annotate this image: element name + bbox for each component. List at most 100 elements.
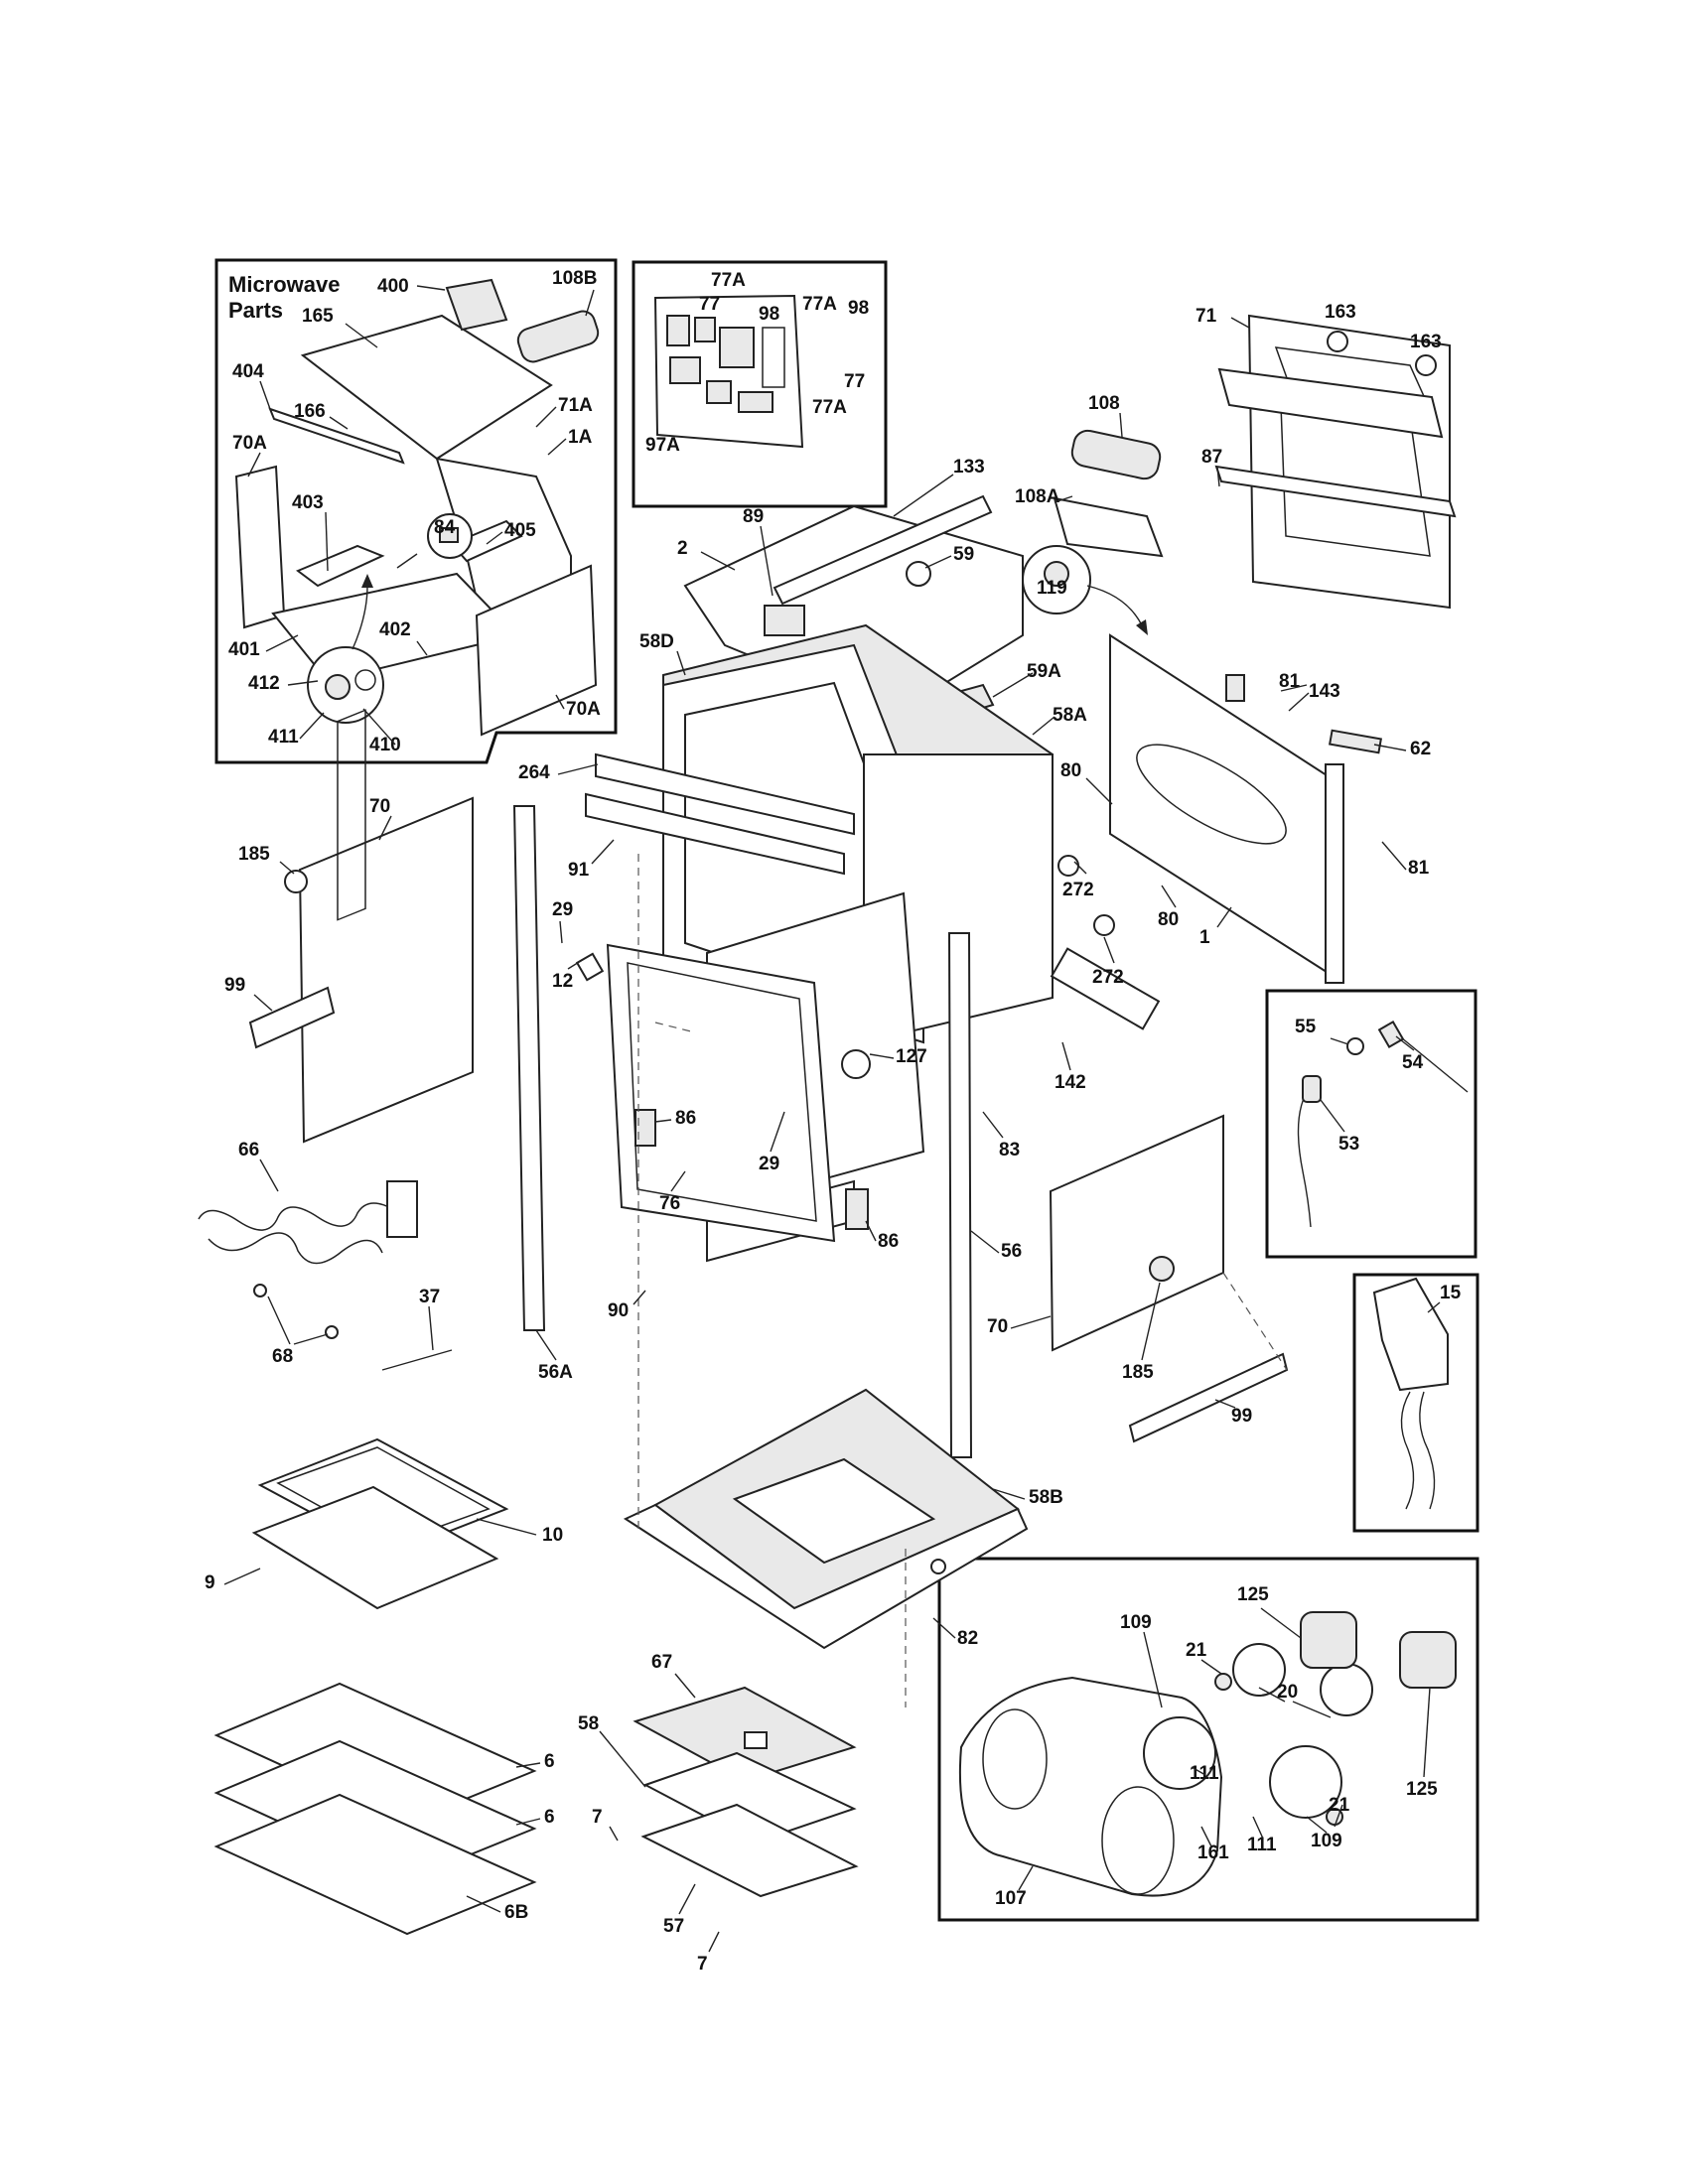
callout-37: 37	[419, 1287, 440, 1307]
callout-71A: 71A	[558, 395, 593, 416]
control-board-inset	[632, 260, 888, 508]
left-side-panel	[248, 709, 474, 1144]
callout-166: 166	[294, 401, 326, 422]
right-side-panel	[1049, 1114, 1289, 1443]
callout-83: 83	[999, 1140, 1020, 1160]
callout-2: 2	[677, 538, 688, 559]
callout-6-1: 6	[544, 1751, 555, 1772]
callout-98-2: 98	[848, 298, 869, 319]
callout-21-2: 21	[1329, 1795, 1350, 1816]
callout-185-left: 185	[238, 844, 270, 865]
callout-142: 142	[1055, 1072, 1086, 1093]
callout-402: 402	[379, 619, 411, 640]
callout-133: 133	[953, 457, 985, 478]
callout-6-2: 6	[544, 1807, 555, 1828]
callout-68: 68	[272, 1346, 293, 1367]
callout-143: 143	[1309, 681, 1340, 702]
broil-element	[198, 1180, 453, 1371]
callout-55: 55	[1295, 1017, 1317, 1037]
callout-53: 53	[1338, 1134, 1359, 1155]
callout-125-1: 125	[1237, 1584, 1269, 1605]
callout-54: 54	[1402, 1052, 1424, 1073]
callout-107: 107	[995, 1888, 1027, 1909]
callout-56A: 56A	[538, 1362, 573, 1383]
callout-87: 87	[1201, 447, 1222, 468]
callout-111-2: 111	[1247, 1835, 1277, 1855]
callout-412: 412	[248, 673, 280, 694]
transformer	[1372, 1277, 1449, 1510]
callout-264: 264	[518, 762, 550, 783]
callout-165: 165	[302, 306, 334, 327]
callout-119: 119	[1037, 578, 1067, 599]
callout-56: 56	[1001, 1241, 1022, 1262]
callout-58A: 58A	[1053, 705, 1087, 726]
callout-81-2: 81	[1408, 858, 1430, 879]
callout-7-2: 7	[697, 1954, 708, 1975]
callout-77: 77	[699, 294, 720, 315]
callout-58D: 58D	[639, 631, 674, 652]
callout-111-1: 111	[1190, 1763, 1219, 1784]
microwave-parts-inset	[214, 258, 618, 764]
callout-108: 108	[1088, 393, 1120, 414]
front-frame	[585, 752, 855, 876]
callout-90: 90	[608, 1300, 629, 1321]
inset-title-line-2: Parts	[228, 298, 283, 323]
callout-66: 66	[238, 1140, 259, 1160]
callout-80-2: 80	[1158, 909, 1179, 930]
callout-163-2: 163	[1410, 332, 1442, 352]
callout-86-2: 86	[878, 1231, 899, 1252]
callout-29-1: 29	[552, 899, 573, 920]
callout-59: 59	[953, 544, 974, 565]
callout-20: 20	[1277, 1682, 1298, 1703]
meat-probe	[1297, 1020, 1469, 1228]
callout-125-2: 125	[1406, 1779, 1438, 1800]
callout-76: 76	[659, 1193, 680, 1214]
callout-86-1: 86	[675, 1108, 696, 1129]
callout-411: 411	[268, 727, 299, 748]
callout-9: 9	[205, 1572, 215, 1593]
callout-77A-2: 77A	[802, 294, 837, 315]
rear-panel	[1022, 314, 1457, 635]
callout-404: 404	[232, 361, 264, 382]
callout-10: 10	[542, 1525, 563, 1546]
callout-7-1: 7	[592, 1807, 603, 1828]
callout-77A-1: 77A	[711, 270, 746, 291]
callout-109-2: 109	[1311, 1831, 1342, 1851]
callout-161: 161	[1197, 1843, 1229, 1863]
oven-racks	[213, 1682, 537, 1936]
callout-99-right: 99	[1231, 1406, 1252, 1427]
callout-405: 405	[504, 520, 536, 541]
callout-77A-3: 77A	[812, 397, 847, 418]
callout-70-left: 70	[369, 796, 390, 817]
callout-272-1: 272	[1062, 880, 1094, 900]
callout-98-1: 98	[759, 304, 779, 325]
callout-185-right: 185	[1122, 1362, 1154, 1383]
callout-58B: 58B	[1029, 1487, 1063, 1508]
callout-272-2: 272	[1092, 967, 1124, 988]
callout-77-2: 77	[844, 371, 865, 392]
callout-97A: 97A	[645, 435, 680, 456]
callout-67: 67	[651, 1652, 672, 1673]
lower-cavity	[623, 1388, 1029, 1650]
callout-1A: 1A	[568, 427, 593, 448]
broil-pan	[251, 1437, 509, 1610]
callout-12: 12	[552, 971, 573, 992]
callout-1: 1	[1199, 927, 1210, 948]
callout-99-left: 99	[224, 975, 245, 996]
callout-58: 58	[578, 1713, 599, 1734]
side-control-panel	[1050, 633, 1382, 1030]
callout-labels: 400 108B 165 404 166 71A 1A 70A 403 84 4…	[205, 268, 1462, 1975]
probe-inset	[1265, 989, 1477, 1259]
callout-400: 400	[377, 276, 409, 297]
callout-109-1: 109	[1120, 1612, 1152, 1633]
callout-70A-right: 70A	[566, 699, 601, 720]
callout-81-1: 81	[1279, 671, 1301, 692]
callout-21-1: 21	[1186, 1640, 1207, 1661]
side-rails	[512, 805, 973, 1458]
transformer-inset	[1352, 1273, 1479, 1533]
callout-410: 410	[369, 735, 401, 755]
callout-70A-left: 70A	[232, 433, 267, 454]
microwave-parts	[234, 278, 600, 737]
callout-70-right: 70	[987, 1316, 1008, 1337]
callout-82: 82	[957, 1628, 978, 1649]
